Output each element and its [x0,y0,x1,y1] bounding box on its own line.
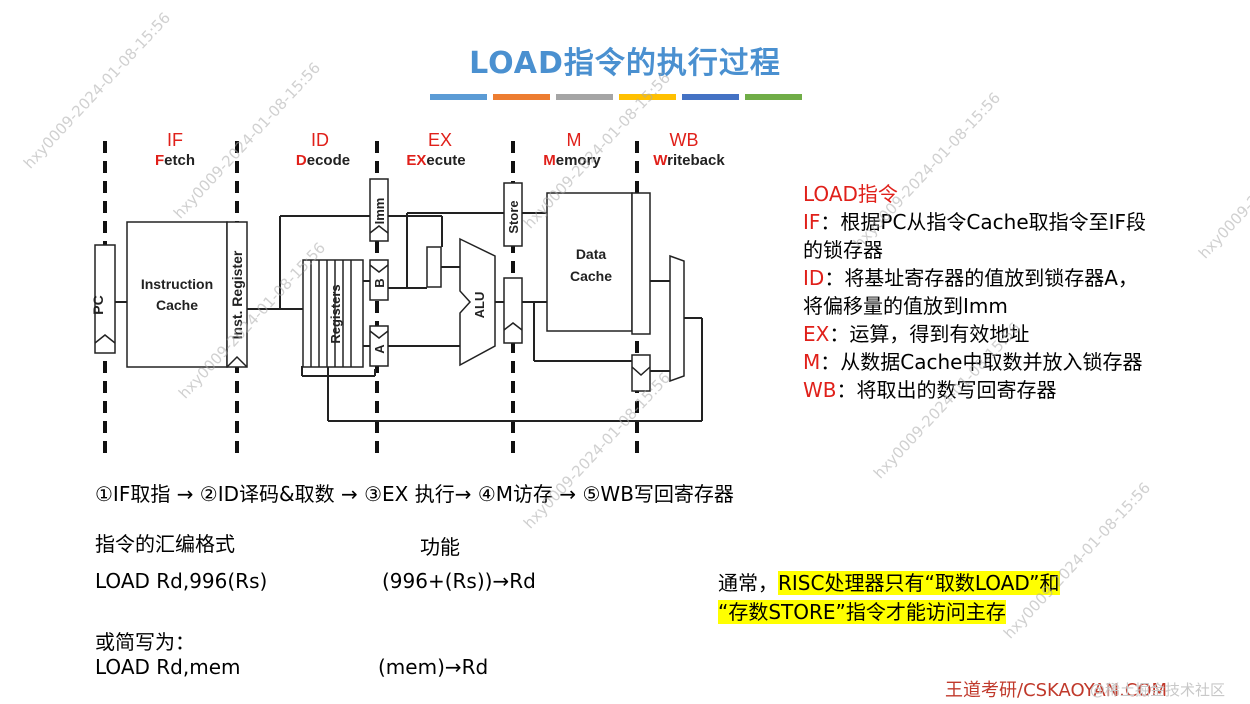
title-underline [430,94,802,100]
risc-note-line-1: 通常，RISC处理器只有“取数LOAD”和 [718,571,1060,595]
a-label: A [372,344,387,354]
wb-latch [631,354,651,392]
explanation-line-7: WB：将取出的数写回寄存器 [803,378,1057,402]
asm-example-1: LOAD Rd,996(Rs) [95,569,268,593]
load-heading: LOAD指令 [803,182,898,206]
function-example-1: (996+(Rs))→Rd [382,569,536,593]
mem-latch [631,192,651,335]
stage-wb-abbr: WB [670,130,699,150]
underline-bar-1 [430,94,487,100]
underline-bar-2 [493,94,550,100]
stage-wb-name: Writeback [653,152,725,169]
data-cache [546,192,633,332]
wb-mux [669,254,685,383]
inst-register-latch [226,221,248,368]
dcache-label-2: Cache [570,268,612,284]
explanation-line-2: 的锁存器 [803,238,883,262]
asm-format-header: 指令的汇编格式 [95,532,235,556]
stage-ex-abbr: EX [428,130,452,150]
imm-latch [369,178,389,242]
load-explanation: LOAD指令 IF：根据PC从指令Cache取指令至IF段 的锁存器 ID：将基… [803,180,1223,404]
stage-if-name: Fetch [155,152,195,169]
function-example-2: (mem)→Rd [378,655,489,679]
stage-id-abbr: ID [311,130,329,150]
underline-bar-3 [556,94,613,100]
underline-bar-5 [682,94,739,100]
alu [459,237,496,367]
pc-latch [94,244,116,354]
brand-label: 王道考研/CSKAOYAN.COM [945,680,1168,701]
pipeline-steps: ①IF取指 → ②ID译码&取数 → ③EX 执行→ ④M访存 → ⑤WB写回寄… [95,482,734,506]
explanation-line-5: EX：运算，得到有效地址 [803,322,1030,346]
alu-label: ALU [472,292,487,319]
risc-note: 通常，RISC处理器只有“取数LOAD”和 “存数STORE”指令才能访问主存 [718,569,1060,627]
ex-result-latch [503,277,523,344]
faint-overlay-label: @稀土掘金技术社区 [1090,681,1226,699]
pipeline-diagram: IF ID EX M WB Fetch Decode EXecute Memor… [70,121,738,464]
stage-if-abbr: IF [167,130,183,150]
explanation-line-4: 将偏移量的值放到Imm [803,294,1008,318]
icache-label-2: Cache [156,297,198,313]
dcache-label-1: Data [576,246,607,262]
explanation-line-3: ID：将基址寄存器的值放到锁存器A， [803,266,1138,290]
registers-label: Registers [328,284,343,343]
inst-register-label: Inst. Register [229,250,245,339]
explanation-line-6: M：从数据Cache中取数并放入锁存器 [803,350,1143,374]
pc-label: PC [90,295,106,314]
icache-label-1: Instruction [141,276,213,292]
stage-id-name: Decode [296,152,350,169]
register-file [302,259,364,368]
risc-note-line-2: “存数STORE”指令才能访问主存 [718,600,1006,624]
asm-example-2: LOAD Rd,mem [95,655,241,679]
store-label: Store [506,200,521,233]
imm-label: Imm [372,198,387,225]
explanation-line-1: IF：根据PC从指令Cache取指令至IF段 [803,210,1147,234]
store-latch [503,182,523,247]
underline-bar-6 [745,94,802,100]
alu-mux [426,246,442,288]
instruction-cache [126,221,228,368]
function-header: 功能 [420,535,460,559]
underline-bar-4 [619,94,676,100]
shorthand-label: 或简写为： [95,630,195,654]
stage-ex-name: EXecute [406,152,465,169]
stage-m-abbr: M [567,130,582,150]
stage-m-name: Memory [543,152,601,169]
page-title: LOAD指令的执行过程 [469,46,781,81]
b-label: B [372,278,387,287]
